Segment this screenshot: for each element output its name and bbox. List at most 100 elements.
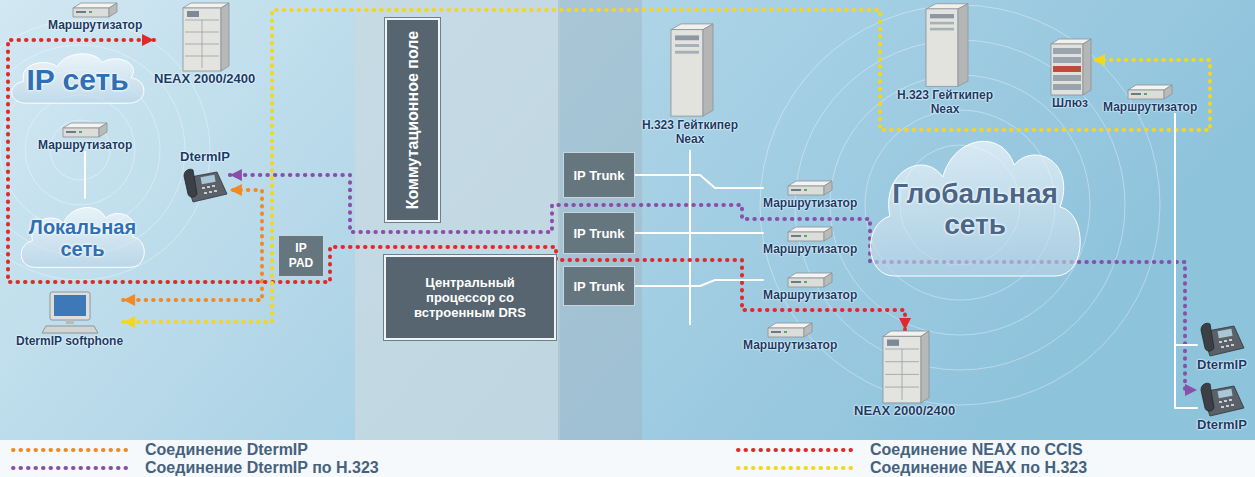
drawing-part: [183, 8, 221, 71]
device-label: NEAX 2000/2400: [154, 72, 255, 86]
device-label: H.323 Гейткипер Neax: [634, 118, 746, 146]
drawing-part: [771, 331, 781, 333]
drawing-part: [181, 164, 229, 204]
router-node: Маршрутизатор: [763, 180, 857, 210]
drawing-part: [791, 189, 801, 191]
device-label: Маршрутизатор: [763, 196, 857, 210]
drawing-part: [871, 141, 1081, 276]
drawing-part: [791, 281, 801, 283]
drawing-part: [930, 28, 954, 31]
drawing-part: [202, 185, 217, 194]
legend-line-sample: [735, 445, 860, 455]
drawing-part: [1126, 84, 1174, 100]
drawing-part: [0, 20, 210, 280]
link-line: [1175, 114, 1197, 345]
drawing-part: [1231, 344, 1234, 346]
drawing-part: [804, 235, 807, 237]
drawing-part: [89, 11, 92, 13]
legend-line-sample: [10, 463, 135, 473]
drawing-part: [1219, 401, 1222, 403]
drawing-part: [788, 232, 824, 241]
drawing-part: [1131, 93, 1141, 95]
router-node: Маршрутизатор: [763, 272, 857, 302]
legend-strip: [0, 440, 1255, 477]
drawing-part: [887, 340, 899, 346]
process-box: Центральный процессор со встроенным DRS: [384, 255, 556, 340]
drawing-part: [738, 466, 857, 470]
drawing-part: [13, 466, 132, 470]
link-line: [635, 280, 763, 286]
drawing-part: [901, 349, 902, 400]
drawing-part: [1053, 48, 1081, 54]
drawing-part: [1226, 345, 1229, 347]
legend-line-sample: [10, 445, 135, 455]
drawing-part: [920, 2, 970, 88]
drawing-part: [1226, 405, 1229, 407]
box-label: IP PAD: [282, 241, 320, 271]
device-icon: [1198, 378, 1246, 418]
drawing-part: [824, 181, 832, 195]
drawing-part: [76, 11, 86, 13]
device-label: Маршрутизатор: [48, 18, 142, 32]
network-cloud: Глобальная сеть: [860, 120, 1090, 300]
connection-path: [230, 175, 1197, 390]
drawing-part: [66, 320, 74, 324]
drawing-part: [791, 235, 801, 237]
drawing-part: [786, 226, 834, 242]
device-icon: [786, 226, 834, 242]
drawing-part: [665, 22, 715, 118]
box-label: Центральный процессор со встроенным DRS: [389, 275, 551, 320]
network-label: IP сеть: [26, 63, 128, 96]
drawing-part: [1053, 66, 1081, 72]
drawing-part: [109, 3, 117, 17]
drawing-part: [221, 3, 229, 71]
router-node: Маршрутизатор: [38, 122, 132, 152]
drawing-part: [207, 186, 210, 188]
drawing-part: [1051, 44, 1083, 95]
router-node: Маршрутизатор: [48, 2, 142, 32]
device-label: NEAX 2000/2400: [854, 404, 955, 418]
pbx-node: NEAX 2000/2400: [154, 2, 255, 86]
device-icon: [179, 2, 231, 72]
device-label: Маршрутизатор: [743, 338, 837, 352]
connection-path: [123, 10, 1210, 322]
device-icon: [879, 330, 931, 404]
process-box: IP Trunk: [563, 212, 635, 254]
drawing-part: [1221, 406, 1224, 408]
drawing-part: [788, 278, 824, 287]
device-icon: [786, 180, 834, 196]
drawing-part: [1229, 339, 1232, 341]
network-label: Глобальная сеть: [875, 179, 1075, 241]
drawing-part: [1201, 323, 1214, 351]
router-node: Маршрутизатор: [763, 226, 857, 256]
drawing-part: [179, 2, 231, 72]
drawing-part: [1224, 340, 1227, 342]
drawing-part: [42, 290, 98, 334]
drawing-part: [883, 336, 921, 403]
drawing-part: [1053, 84, 1081, 90]
device-label: Маршрутизатор: [1103, 100, 1197, 114]
gatekeeper-node: H.323 Гейткипер Neax: [889, 2, 1001, 116]
legend-entry: Соединение DtermIP: [10, 441, 308, 459]
legend-label: Соединение NEAX по H.323: [870, 459, 1087, 477]
drawing-part: [1218, 389, 1233, 398]
router-node: Маршрутизатор: [743, 322, 837, 352]
pbx-node: NEAX 2000/2400: [854, 330, 955, 418]
network-cloud: Локальная сеть: [15, 198, 150, 278]
drawing-part: [79, 131, 82, 133]
drawing-part: [703, 24, 713, 116]
legend-label: Соединение NEAX по CCIS: [870, 441, 1083, 459]
drawing-part: [1083, 39, 1091, 95]
drawing-part: [930, 22, 954, 25]
box-label: IP Trunk: [573, 168, 624, 183]
drawing-part: [184, 169, 197, 197]
background: [0, 0, 1255, 440]
drawing-part: [214, 190, 217, 192]
drawing-part: [830, 75, 1090, 335]
device-label: Маршрутизатор: [38, 138, 132, 152]
softphone-node: DtermIP softphone: [16, 290, 123, 348]
network-cloud: IP сеть: [5, 46, 150, 112]
drawing-part: [204, 192, 207, 194]
